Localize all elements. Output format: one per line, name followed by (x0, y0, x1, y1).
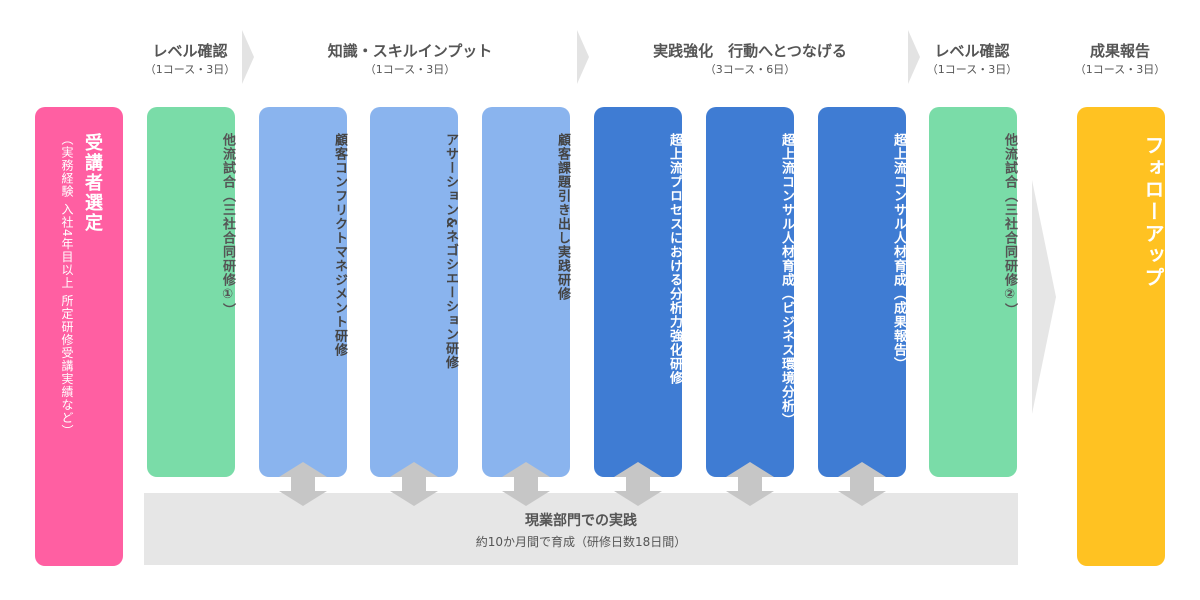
phase-chevron (908, 30, 920, 84)
next-step-arrow-icon (1032, 180, 1056, 414)
training-label: 超上流プロセスにおける分析力強化研修 (667, 133, 682, 385)
training-column-1: 他流試合（三社合同研修①） (147, 107, 235, 477)
followup-label: フォローアップ (1141, 135, 1165, 289)
header-title: レベル確認 (934, 42, 1010, 60)
updown-arrow-icon (614, 462, 662, 506)
followup-box: フォローアップ (1077, 107, 1165, 566)
header-practice: 実践強化 行動へとつなげる （3コース・6日） (605, 40, 895, 78)
header-level-check-2: レベル確認 （1コース・3日） (912, 40, 1032, 78)
participant-selection-box: 受講者選定 （実務経験 入社4年目以上 所定研修受講実績など） (35, 107, 123, 566)
header-title: 知識・スキルインプット (327, 42, 493, 60)
updown-arrow-icon (279, 462, 327, 506)
updown-arrow-icon (726, 462, 774, 506)
training-label: 他流試合（三社合同研修②） (1002, 133, 1017, 317)
training-label: アサーション&ネゴシエーション研修 (443, 133, 458, 370)
header-title: 実践強化 行動へとつなげる (653, 42, 847, 60)
workplace-practice-band: 現業部門での実践 約10か月間で育成（研修日数18日間） (144, 493, 1018, 565)
phase-chevron (242, 30, 254, 84)
training-column-6: 超上流コンサル人材育成（ビジネス環境分析） (706, 107, 794, 477)
training-label: 顧客コンフリクトマネジメント研修 (332, 133, 347, 357)
header-title: 成果報告 (1089, 42, 1150, 60)
header-subtitle: （1コース・3日） (926, 63, 1018, 76)
header-report: 成果報告 （1コース・3日） (1060, 40, 1180, 78)
training-label: 他流試合（三社合同研修①） (220, 133, 235, 317)
header-title: レベル確認 (152, 42, 228, 60)
workplace-title: 現業部門での実践 (525, 513, 637, 529)
workplace-note: 約10か月間で育成（研修日数18日間） (475, 535, 687, 549)
training-column-8: 他流試合（三社合同研修②） (929, 107, 1017, 477)
training-column-4: 顧客課題引き出し実践研修 (482, 107, 570, 477)
header-knowledge-input: 知識・スキルインプット （1コース・3日） (300, 40, 520, 78)
header-subtitle: （1コース・3日） (364, 63, 456, 76)
training-label: 超上流コンサル人材育成（成果報告） (891, 133, 906, 371)
training-column-3: アサーション&ネゴシエーション研修 (370, 107, 458, 477)
training-column-5: 超上流プロセスにおける分析力強化研修 (594, 107, 682, 477)
training-column-7: 超上流コンサル人材育成（成果報告） (818, 107, 906, 477)
training-label: 顧客課題引き出し実践研修 (555, 133, 570, 301)
header-subtitle: （3コース・6日） (704, 63, 796, 76)
updown-arrow-icon (502, 462, 550, 506)
training-label: 超上流コンサル人材育成（ビジネス環境分析） (779, 133, 794, 427)
selection-title: 受講者選定 (82, 133, 103, 233)
updown-arrow-icon (838, 462, 886, 506)
header-level-check-1: レベル確認 （1コース・3日） (130, 40, 250, 78)
phase-chevron (577, 30, 589, 84)
header-subtitle: （1コース・3日） (144, 63, 236, 76)
selection-criteria: （実務経験 入社4年目以上 所定研修受講実績など） (60, 133, 74, 438)
header-subtitle: （1コース・3日） (1074, 63, 1166, 76)
training-column-2: 顧客コンフリクトマネジメント研修 (259, 107, 347, 477)
updown-arrow-icon (390, 462, 438, 506)
